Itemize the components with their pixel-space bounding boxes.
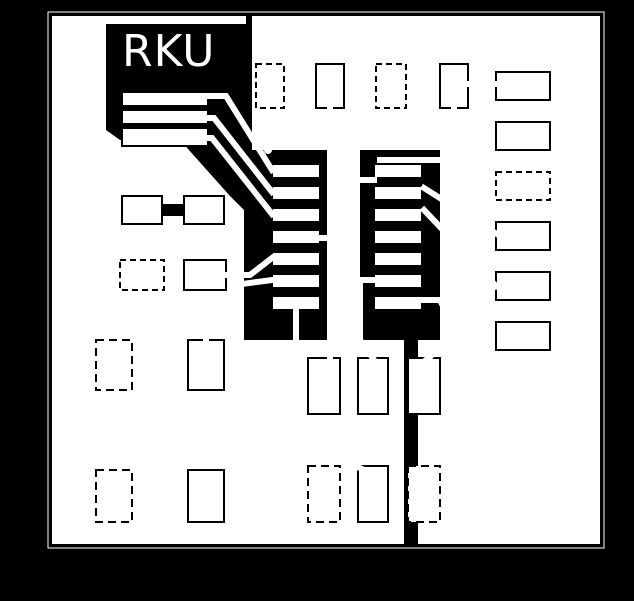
pad-r2-a xyxy=(119,259,165,291)
pad-r1-b xyxy=(183,195,225,225)
pad-lower-5 xyxy=(357,465,389,523)
pad-top-1 xyxy=(255,63,285,109)
pad-lower-1 xyxy=(307,357,341,415)
ic-right-pins xyxy=(373,163,423,311)
pad-lower-6 xyxy=(407,465,441,523)
ic-left-pins xyxy=(271,163,321,311)
pad-right-3 xyxy=(495,171,551,201)
board-outline xyxy=(47,11,605,549)
pad-c2-b xyxy=(187,469,225,523)
pad-right-2 xyxy=(495,121,551,151)
via-1 xyxy=(264,146,272,154)
pad-lower-2 xyxy=(357,357,389,415)
top-strip xyxy=(106,18,244,21)
pad-top-2 xyxy=(315,63,345,109)
pad-top-3 xyxy=(375,63,407,109)
pad-right-1 xyxy=(495,71,551,101)
pad-header-2 xyxy=(121,109,209,125)
pad-lower-4 xyxy=(307,465,341,523)
pad-c2-a xyxy=(95,469,133,523)
pad-r2-b xyxy=(183,259,227,291)
bridge-r1 xyxy=(162,204,184,216)
pad-right-6 xyxy=(495,321,551,351)
pad-c1-a xyxy=(95,339,133,391)
pad-header-3 xyxy=(121,127,209,147)
pad-r1-a xyxy=(121,195,163,225)
pad-header-1 xyxy=(121,91,209,107)
pad-lower-3 xyxy=(407,357,441,415)
silkscreen-label: RKU xyxy=(122,26,216,77)
pad-right-5 xyxy=(495,271,551,301)
traces xyxy=(203,81,505,472)
pad-right-4 xyxy=(495,221,551,251)
